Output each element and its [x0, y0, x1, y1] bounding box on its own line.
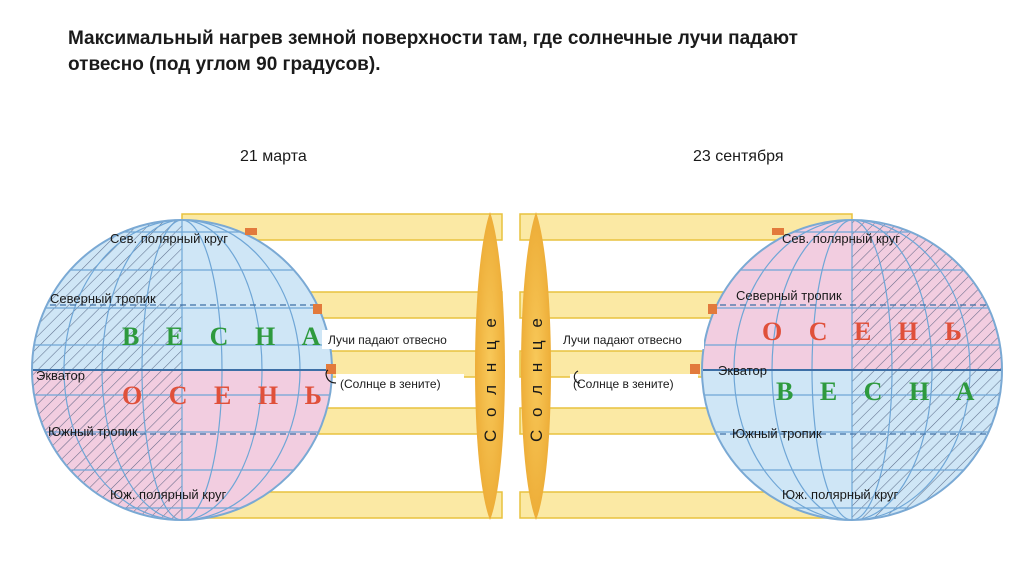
sun-label-right: С о л н ц е [527, 314, 546, 442]
globe-right: О С Е Н Ь В Е С Н А Сев. полярный круг С… [690, 218, 1010, 522]
zenith-mark-right-3 [690, 364, 700, 374]
date-label-march: 21 марта [240, 148, 307, 165]
label-equator-right: Экватор [718, 363, 767, 378]
label-arctic-left: Сев. полярный круг [110, 231, 228, 246]
zenith-mark-right-2 [708, 304, 717, 314]
zenith-mark-left-3 [326, 364, 336, 374]
label-antarctic-right: Юж. полярный круг [782, 487, 899, 502]
label-equator-left: Экватор [36, 368, 85, 383]
callout-right-rays-vertical: Лучи падают отвесно [563, 333, 682, 347]
label-tropic-south-right: Южный тропик [732, 426, 822, 441]
sun-label-left: С о л н ц е [481, 314, 500, 442]
label-tropic-north-left: Северный тропик [50, 291, 156, 306]
callout-right-sun-zenith: (Солнце в зените) [573, 377, 674, 391]
date-label-september: 23 сентября [693, 148, 784, 165]
globe-left: В Е С Н А О С Е Н Ь Сев. полярный круг С… [30, 218, 340, 522]
zenith-mark-left-2 [313, 304, 322, 314]
label-antarctic-left: Юж. полярный круг [110, 487, 227, 502]
season-label-left-north: В Е С Н А [122, 322, 330, 351]
season-label-right-south: В Е С Н А [776, 377, 984, 406]
label-tropic-north-right: Северный тропик [736, 288, 842, 303]
zenith-mark-left-1 [245, 228, 257, 235]
callout-left-sun-zenith: (Солнце в зените) [340, 377, 441, 391]
season-label-right-north: О С Е Н Ь [762, 317, 972, 346]
season-label-left-south: О С Е Н Ь [122, 381, 332, 410]
label-arctic-right: Сев. полярный круг [782, 231, 900, 246]
callout-left-rays-vertical: Лучи падают отвесно [328, 333, 447, 347]
label-tropic-south-left: Южный тропик [48, 424, 138, 439]
